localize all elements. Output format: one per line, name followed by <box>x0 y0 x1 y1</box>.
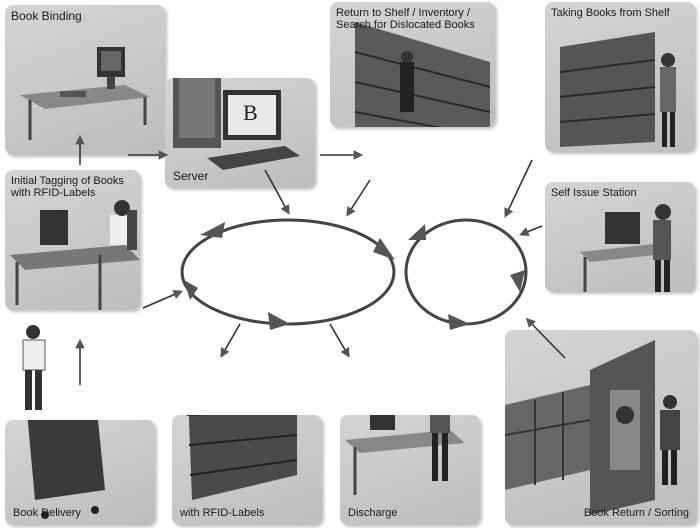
panel-rfid-labels: with RFID-Labels <box>172 415 322 525</box>
server-screen-logo: B <box>243 100 258 125</box>
station-label: with RFID-Labels <box>180 507 265 519</box>
delivery-person-illustration <box>22 325 46 410</box>
self-issue-kiosk-illustration <box>580 204 671 292</box>
connector-arrows <box>75 134 566 385</box>
loop-arrowheads <box>184 222 525 330</box>
return-sorting-machine-illustration <box>505 340 680 515</box>
station-label: Book Delivery <box>13 507 81 519</box>
main-loop-cycle <box>180 218 396 326</box>
panel-book-delivery: Book Delivery <box>5 420 155 525</box>
station-label: Book Return / Sorting <box>583 507 689 519</box>
station-label: Initial Tagging of Books with RFID-Label… <box>11 175 124 199</box>
bookshelf-person-illustration <box>559 32 676 147</box>
bookshelf-illustration <box>354 22 491 127</box>
panel-discharge: Discharge <box>340 415 480 525</box>
panel-taking-books: Taking Books from Shelf <box>545 2 695 152</box>
panel-self-issue: Self Issue Station <box>545 182 695 292</box>
station-label: Taking Books from Shelf <box>551 7 670 19</box>
station-label: Book Binding <box>11 9 82 23</box>
panel-server: B Server <box>165 78 315 188</box>
station-label: Discharge <box>348 507 398 519</box>
panel-return-to-shelf: Return to Shelf / Inventory / Search for… <box>330 2 495 127</box>
discharge-desk-illustration <box>345 415 465 495</box>
desk-computer-illustration <box>20 47 150 140</box>
lending-loop-cycle <box>404 218 528 326</box>
panel-book-binding: Book Binding <box>5 5 165 155</box>
station-label: Return to Shelf / Inventory / Search for… <box>336 7 475 31</box>
tagged-books-stack-illustration <box>187 415 298 500</box>
station-label: Self Issue Station <box>551 187 637 199</box>
delivery-cart-illustration <box>27 420 105 519</box>
server-illustration <box>173 78 300 170</box>
station-label: Server <box>173 169 209 183</box>
panel-initial-tagging: Initial Tagging of Books with RFID-Label… <box>5 170 140 310</box>
panel-book-return: Book Return / Sorting <box>505 330 697 525</box>
tagging-desk-illustration <box>10 200 140 310</box>
